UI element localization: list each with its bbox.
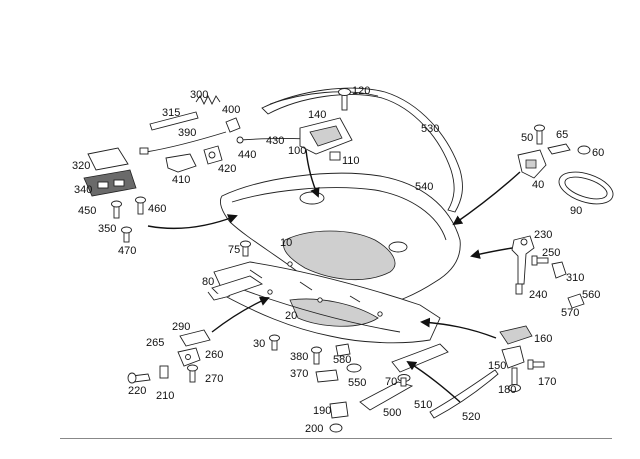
trim-strip-510 [391,343,449,373]
bracket-290 [179,329,211,347]
callout-50: 50 [521,132,533,144]
screws-350-460-470 [111,196,146,243]
callout-460: 460 [148,203,166,215]
latch-bracket-230 [511,235,535,295]
callout-90: 90 [570,205,582,217]
callout-260: 260 [205,349,223,361]
callout-570: 570 [561,307,579,319]
callout-290: 290 [172,321,190,333]
seal-strip-530 [261,87,463,213]
callout-430: 430 [266,135,284,147]
callout-550: 550 [348,377,366,389]
callout-240: 240 [529,289,547,301]
emblem-90 [558,171,614,205]
callout-520: 520 [462,411,480,423]
nut-550 [346,363,362,373]
callout-340: 340 [74,184,92,196]
callout-310: 310 [566,272,584,284]
bolt-70 [397,374,411,387]
callout-200: 200 [305,423,323,435]
handle-340 [83,169,137,197]
trim-strip-500 [359,381,414,411]
callout-150: 150 [488,360,506,372]
spring-300 [195,94,221,106]
screw-380 [311,346,322,365]
callout-labels: 300 315 400 390 430 440 410 420 320 340 … [72,85,604,435]
callout-220: 220 [128,385,146,397]
callout-300: 300 [190,89,208,101]
callout-70: 70 [385,376,397,388]
pointer-arrows [147,149,521,403]
callout-265: 265 [146,337,164,349]
rod-315 [149,111,199,131]
callout-350: 350 [98,223,116,235]
callout-170: 170 [538,376,556,388]
callout-75: 75 [228,244,240,256]
trim-strip-520 [429,369,499,419]
callout-370: 370 [290,368,308,380]
callout-210: 210 [156,390,174,402]
bracket-260 [177,347,201,367]
clip-560-570 [567,293,585,309]
callout-140: 140 [308,109,326,121]
callout-160: 160 [534,333,552,345]
callout-400: 400 [222,104,240,116]
fastener-30 [269,334,280,351]
screw-250 [531,255,549,266]
callout-320: 320 [72,160,90,172]
screws-220-210-270 [127,364,198,384]
callout-190: 190 [313,405,331,417]
callout-80: 80 [202,276,214,288]
callout-380: 380 [290,351,308,363]
callout-20: 20 [285,310,297,322]
callout-110: 110 [342,155,360,167]
hinge-assembly-40 [517,124,591,179]
callout-470: 470 [118,245,136,257]
clip-310 [551,261,567,279]
fastener-75 [240,240,251,257]
callout-60: 60 [592,147,604,159]
latch-420 [203,145,223,165]
lock-160 [499,325,545,392]
cable-390 [139,131,227,155]
callout-540: 540 [415,181,433,193]
pad-320 [87,147,129,171]
clip-190-200 [329,401,349,433]
callout-560: 560 [582,289,600,301]
callout-250: 250 [542,247,560,259]
clip-370 [315,369,339,383]
inner-frame-20 [213,261,441,344]
trunk-lid-panel-10 [219,172,461,307]
callout-40: 40 [532,179,544,191]
callout-580: 580 [333,354,351,366]
callout-410: 410 [172,174,190,186]
callout-120: 120 [352,85,370,97]
callout-440: 440 [238,149,256,161]
bracket-80 [207,275,264,301]
callout-315: 315 [162,107,180,119]
clip-400 [225,117,241,133]
callout-450: 450 [78,205,96,217]
latch-410 [165,153,197,173]
callout-30: 30 [253,338,265,350]
callout-10: 10 [280,237,292,249]
callout-180: 180 [498,384,516,396]
lock-140 [299,88,353,161]
callout-65: 65 [556,129,568,141]
callout-100: 100 [288,145,306,157]
callout-420: 420 [218,163,236,175]
clip-580 [335,343,351,357]
bottom-rule [60,438,612,439]
callout-510: 510 [414,399,432,411]
callout-270: 270 [205,373,223,385]
callout-500: 500 [383,407,401,419]
callout-390: 390 [178,127,196,139]
callout-530: 530 [421,123,439,135]
callout-230: 230 [534,229,552,241]
